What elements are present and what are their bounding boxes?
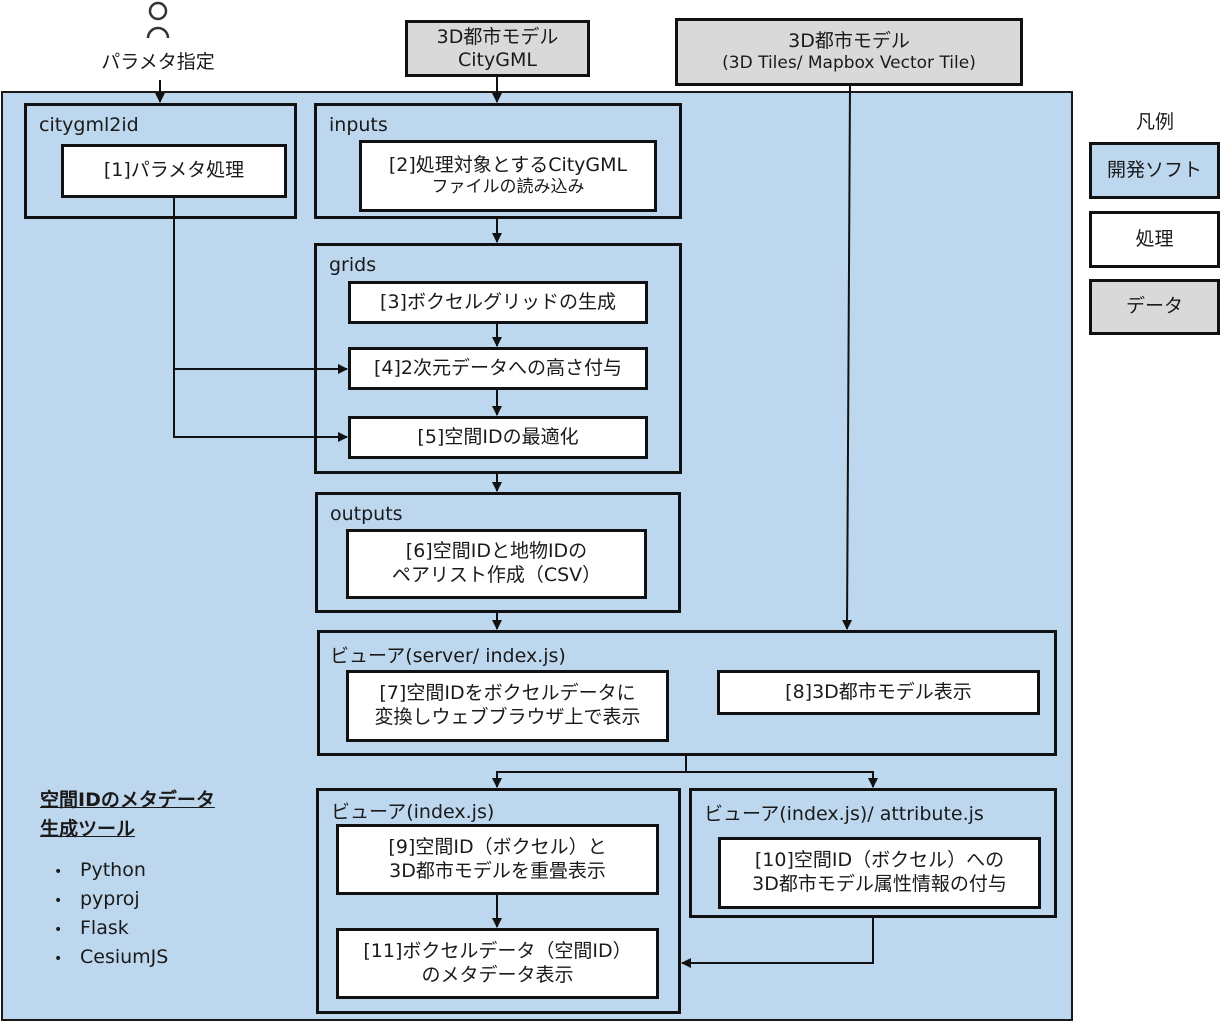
tool-item: Python <box>54 857 280 886</box>
data-citygml-line2: CityGML <box>458 48 537 71</box>
tool-item: pyproj <box>54 886 280 915</box>
process-6-line2: ペアリスト作成（CSV） <box>391 564 602 586</box>
process-9-line1: [9]空間ID（ボクセル）と <box>388 835 607 858</box>
tool-info: 空間IDのメタデータ 生成ツール Python pyproj Flask Ces… <box>40 786 280 973</box>
process-4-label: [4]2次元データへの高さ付与 <box>373 356 622 379</box>
data-citygml-line1: 3D都市モデル <box>436 25 559 48</box>
legend-item-process-label: 処理 <box>1135 227 1174 250</box>
process-3-label: [3]ボクセルグリッドの生成 <box>380 290 616 313</box>
data-3dtiles-line2: (3D Tiles/ Mapbox Vector Tile) <box>722 53 976 74</box>
process-11: [11]ボクセルデータ（空間ID） のメタデータ表示 <box>336 928 659 999</box>
process-10: [10]空間ID（ボクセル）への 3D都市モデル属性情報の付与 <box>718 837 1041 909</box>
process-10-line2: 3D都市モデル属性情報の付与 <box>752 873 1007 895</box>
data-3dtiles: 3D都市モデル (3D Tiles/ Mapbox Vector Tile) <box>675 18 1023 86</box>
process-10-line1: [10]空間ID（ボクセル）への <box>754 849 1005 872</box>
process-4: [4]2次元データへの高さ付与 <box>348 347 648 390</box>
data-citygml: 3D都市モデル CityGML <box>405 20 590 77</box>
group-grids-label: grids <box>329 254 377 276</box>
tool-item: CesiumJS <box>54 944 280 973</box>
legend-item-software: 開発ソフト <box>1089 142 1220 199</box>
group-viewer-attribute-label: ビューア(index.js)/ attribute.js <box>704 803 984 825</box>
process-2: [2]処理対象とするCityGML ファイルの読み込み <box>359 140 657 212</box>
process-2-line1: [2]処理対象とするCityGML <box>388 153 628 176</box>
process-2-line2: ファイルの読み込み <box>431 177 585 198</box>
tool-list: Python pyproj Flask CesiumJS <box>54 857 280 973</box>
process-11-line1: [11]ボクセルデータ（空間ID） <box>363 939 632 962</box>
group-viewer-index-label: ビューア(index.js) <box>331 801 495 823</box>
process-9: [9]空間ID（ボクセル）と 3D都市モデルを重畳表示 <box>336 824 659 895</box>
data-3dtiles-line1: 3D都市モデル <box>788 30 910 53</box>
group-viewer-server-label: ビューア(server/ index.js) <box>330 645 566 667</box>
legend-item-software-label: 開発ソフト <box>1106 158 1202 181</box>
process-8: [8]3D都市モデル表示 <box>717 670 1040 715</box>
process-5-label: [5]空間IDの最適化 <box>417 425 579 448</box>
process-11-line2: のメタデータ表示 <box>421 963 574 986</box>
process-8-label: [8]3D都市モデル表示 <box>785 680 972 703</box>
legend-title: 凡例 <box>1135 111 1174 133</box>
person-icon <box>146 1 170 39</box>
legend-item-data: データ <box>1089 279 1220 335</box>
process-5: [5]空間IDの最適化 <box>348 416 648 459</box>
tool-info-title-line1: 空間IDのメタデータ <box>40 789 215 811</box>
legend-item-data-label: データ <box>1125 295 1183 318</box>
process-1: [1]パラメタ処理 <box>61 144 287 198</box>
group-citygml2id-label: citygml2id <box>39 114 139 136</box>
process-7-line2: 変換しウェブブラウザ上で表示 <box>374 706 641 728</box>
group-inputs-label: inputs <box>329 114 388 136</box>
process-6: [6]空間IDと地物IDの ペアリスト作成（CSV） <box>346 529 647 599</box>
actor-label: パラメタ指定 <box>101 51 215 73</box>
process-9-line2: 3D都市モデルを重畳表示 <box>389 859 606 882</box>
process-7: [7]空間IDをボクセルデータに 変換しウェブブラウザ上で表示 <box>346 670 669 742</box>
tool-item: Flask <box>54 915 280 944</box>
process-6-line1: [6]空間IDと地物IDの <box>405 540 588 563</box>
tool-info-title-line2: 生成ツール <box>40 817 136 840</box>
process-1-label: [1]パラメタ処理 <box>103 159 245 182</box>
actor: パラメタ指定 <box>100 0 216 76</box>
group-outputs-label: outputs <box>330 503 403 525</box>
process-7-line1: [7]空間IDをボクセルデータに <box>379 682 636 705</box>
process-3: [3]ボクセルグリッドの生成 <box>348 281 648 324</box>
legend-item-process: 処理 <box>1089 211 1220 268</box>
